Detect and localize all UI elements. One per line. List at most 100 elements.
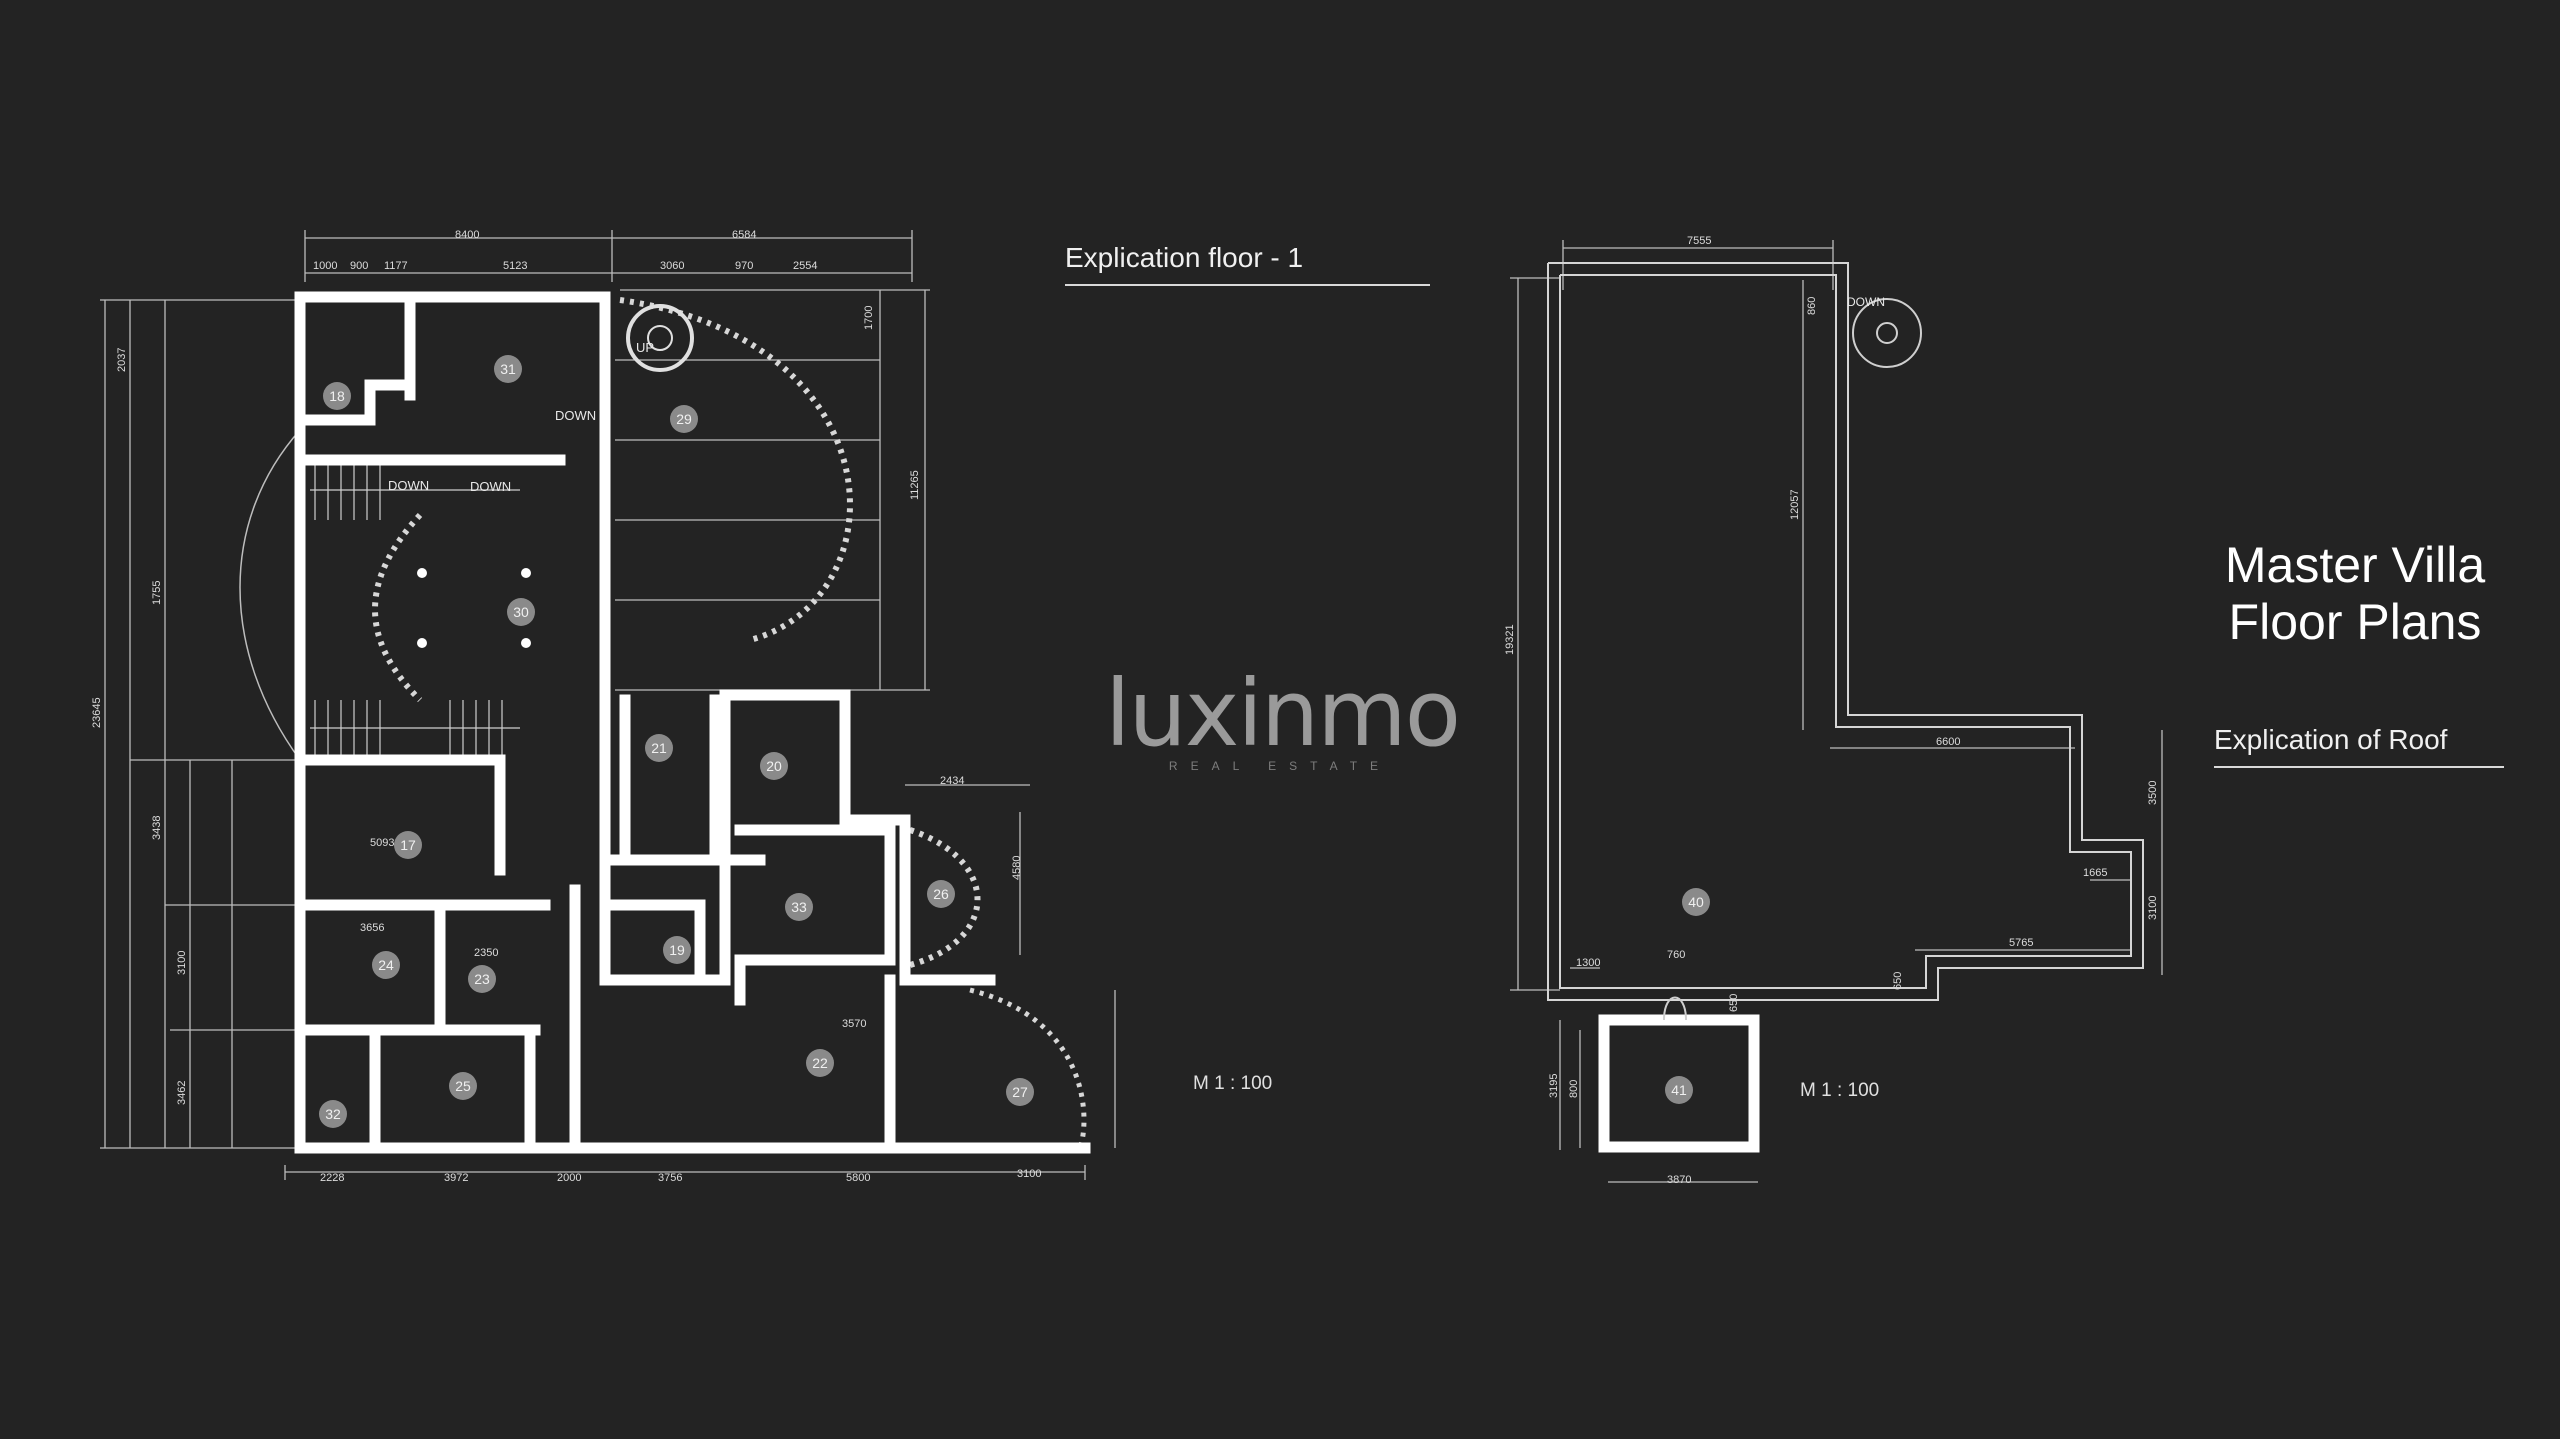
- room-number: 30: [513, 604, 529, 620]
- dim-text: 5123: [503, 260, 527, 272]
- room-number: 18: [329, 388, 345, 404]
- roof-room-marker: [1665, 1076, 1693, 1104]
- logo-name: luxinmo: [1105, 660, 1461, 767]
- room-number: 25: [455, 1078, 471, 1094]
- floor1-curved-wall-30: [372, 512, 423, 703]
- room-label: DOWN: [388, 478, 429, 493]
- dim-text: 5800: [846, 1172, 870, 1184]
- room-number: 40: [1688, 894, 1704, 910]
- dim-text: 6584: [732, 229, 756, 241]
- roof-title: Explication of Roof: [2214, 724, 2504, 768]
- dim-text: 2228: [320, 1172, 344, 1184]
- dim-text: 900: [350, 260, 368, 272]
- floor1-dimension-lines: [100, 230, 1116, 1180]
- dim-text: 650: [1728, 994, 1740, 1012]
- floor1-room-markers: [319, 355, 1034, 1128]
- page-title-line2: Floor Plans: [2228, 594, 2482, 650]
- dim-text: 3100: [2147, 896, 2159, 920]
- floor1-terrace-arc: [239, 429, 301, 761]
- dim-text: 3870: [1667, 1174, 1691, 1186]
- logo-subtitle: REAL ESTATE: [1168, 759, 1392, 773]
- room-number: 23: [474, 971, 490, 987]
- logo: luxinmo REAL ESTATE: [1105, 660, 1461, 773]
- roof-room-marker: [1682, 888, 1710, 916]
- dim-text: 3756: [658, 1172, 682, 1184]
- room-number: 29: [676, 411, 692, 427]
- dim-text: 3500: [2147, 781, 2159, 805]
- dim-text: 11265: [909, 470, 921, 500]
- dim-text: 3100: [176, 951, 188, 975]
- room-number: 21: [651, 740, 667, 756]
- dim-text: 6600: [1936, 736, 1960, 748]
- dim-text: 650: [1892, 972, 1904, 990]
- dim-text: 760: [1667, 949, 1685, 961]
- floor1-dimension-texts: 8400 6584 1000 900 1177 5123 3060 970 25…: [91, 229, 1041, 1184]
- roof-spiral-core-icon: [1876, 322, 1898, 344]
- floor1-light-points: [417, 568, 531, 648]
- dim-text: 3570: [842, 1018, 866, 1030]
- dim-text: 1177: [384, 260, 408, 272]
- dim-text: 970: [735, 260, 753, 272]
- dim-text: 1000: [313, 260, 337, 272]
- roof-room-41-walls: [1598, 1014, 1760, 1153]
- floor1-room-numbers: 18 31 29 30 21 20 17 26 33 19 24 23 22 2…: [325, 361, 1028, 1122]
- dim-text: 8400: [455, 229, 479, 241]
- floor1-curved-wall-27: [969, 987, 1087, 1149]
- room-label: DOWN: [555, 408, 596, 423]
- room-label: UP: [636, 340, 654, 355]
- dim-text: 2554: [793, 260, 817, 272]
- page-title: Master Villa Floor Plans: [2160, 537, 2550, 651]
- room-number: 19: [669, 942, 685, 958]
- dim-text: 23645: [91, 697, 103, 728]
- room-number: 26: [933, 886, 949, 902]
- floor1-curved-wall-26: [909, 827, 981, 968]
- dim-text: 19321: [1504, 624, 1516, 655]
- room-number: 32: [325, 1106, 341, 1122]
- roof-dimension-texts: 7555 860 12057 19321 6600 3500 1665 3100…: [1504, 235, 2159, 1186]
- roof-spiral-stair-icon: [1852, 298, 1922, 368]
- room-number: 27: [1012, 1084, 1028, 1100]
- roof-plan: [1510, 240, 2163, 1183]
- spiral-stair-icon: [626, 304, 694, 372]
- room-number: 33: [791, 899, 807, 915]
- room-number: 22: [812, 1055, 828, 1071]
- dim-text: 4580: [1011, 856, 1023, 880]
- dim-text: 1300: [1576, 957, 1600, 969]
- room-number: 41: [1671, 1082, 1687, 1098]
- dim-text: 7555: [1687, 235, 1711, 247]
- dim-text: 2434: [940, 775, 964, 787]
- room-label: DOWN: [470, 479, 511, 494]
- roof-door-arc-icon: [1663, 996, 1687, 1021]
- floor1-plan: [100, 230, 1116, 1180]
- dim-text: 800: [1568, 1080, 1580, 1098]
- dim-text: 5093: [370, 837, 394, 849]
- room-number: 17: [400, 837, 416, 853]
- dim-text: 1755: [151, 581, 163, 605]
- dim-text: 3100: [1017, 1168, 1041, 1180]
- dim-text: 12057: [1789, 489, 1801, 520]
- room-number: 31: [500, 361, 516, 377]
- floor1-stairs: [310, 465, 520, 755]
- floor1-walls: [294, 291, 1091, 1154]
- dim-text: 5765: [2009, 937, 2033, 949]
- roof-scale: M 1 : 100: [1800, 1080, 1880, 1101]
- dim-text: 860: [1806, 297, 1818, 315]
- dim-text: 3195: [1548, 1074, 1560, 1098]
- dim-text: 3060: [660, 260, 684, 272]
- dim-text: 3656: [360, 922, 384, 934]
- dim-text: 1665: [2083, 867, 2107, 879]
- dim-text: 2037: [116, 348, 128, 372]
- floor1-curved-wall-29: [619, 297, 853, 643]
- floor1-title: Explication floor - 1: [1065, 242, 1430, 286]
- dim-text: 3462: [176, 1081, 188, 1105]
- room-number: 20: [766, 758, 782, 774]
- roof-dimension-lines: [1510, 240, 2163, 1183]
- page-title-line1: Master Villa: [2224, 537, 2486, 593]
- dim-text: 1700: [863, 306, 875, 330]
- roof-room-numbers: 40 41: [1671, 894, 1704, 1098]
- dim-text: 3972: [444, 1172, 468, 1184]
- spiral-stair-core-icon: [647, 325, 673, 351]
- room-label: DOWN: [1847, 295, 1885, 309]
- dim-text: 2000: [557, 1172, 581, 1184]
